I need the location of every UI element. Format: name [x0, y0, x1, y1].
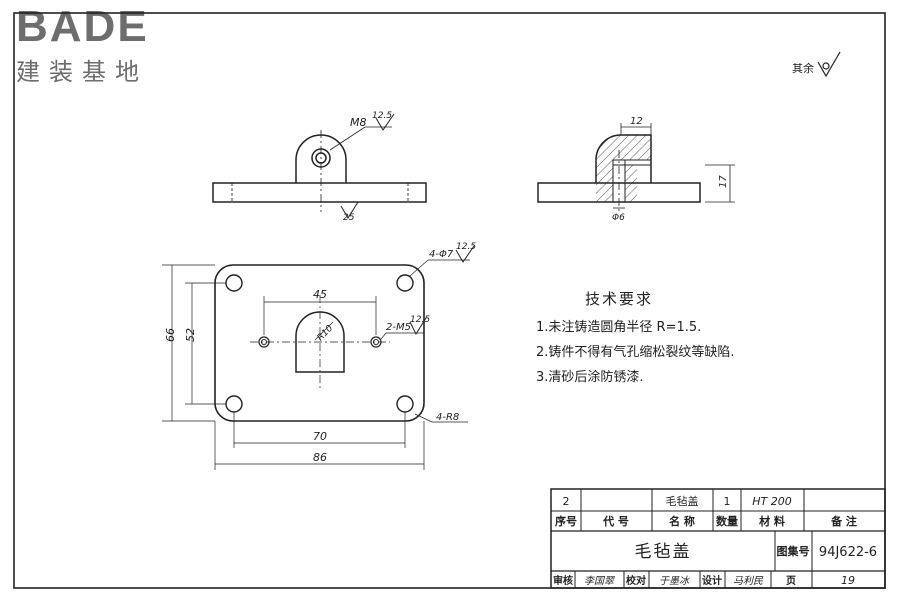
bade-logo: BADE 建装基地 — [6, 2, 166, 86]
review-label: 审核 — [553, 574, 573, 587]
roughness-symbol-icon — [817, 51, 841, 78]
dim-86: 86 — [313, 451, 327, 464]
dim-66: 66 — [164, 328, 177, 342]
dim-sec-height: 17 — [718, 175, 729, 188]
section-view — [537, 123, 735, 212]
ra-bottom: 25 — [343, 213, 355, 223]
header-name: 名 称 — [669, 514, 695, 528]
front-view — [212, 113, 427, 219]
surface-note: 其余 — [792, 61, 814, 75]
dim-r10: R10 — [316, 323, 336, 343]
header-code: 代 号 — [602, 514, 629, 528]
requirement-1: 1.未注铸造圆角半径 R=1.5. — [536, 320, 702, 335]
page-label: 页 — [786, 575, 796, 587]
header-qty: 数量 — [716, 514, 738, 528]
dim-m8: M8 — [350, 116, 367, 129]
ra-m5: 12.5 — [410, 315, 430, 325]
dim-sec-width: 12 — [630, 116, 643, 127]
design-label: 设计 — [702, 574, 722, 587]
check-sign: 于墨冰 — [659, 575, 690, 587]
ra-holes: 12.5 — [456, 242, 476, 252]
dim-45: 45 — [313, 288, 327, 301]
header-no: 序号 — [555, 514, 577, 528]
part-name: 毛毡盖 — [666, 494, 699, 508]
dim-sec-hole: Φ6 — [612, 213, 625, 223]
atlas-label: 图集号 — [777, 544, 810, 558]
part-no: 2 — [563, 495, 570, 508]
drawing-title: 毛毡盖 — [635, 542, 692, 562]
dim-52: 52 — [184, 328, 197, 342]
header-remark: 备 注 — [830, 514, 857, 528]
ra-hole: 12.5 — [372, 111, 392, 121]
page-no: 19 — [841, 574, 855, 587]
dim-corner-r: 4-R8 — [436, 412, 459, 423]
review-sign: 李国翠 — [584, 575, 615, 587]
header-material: 材 料 — [759, 514, 785, 528]
part-material: HT 200 — [752, 495, 791, 508]
plan-view — [162, 245, 475, 470]
check-label: 校对 — [626, 574, 646, 587]
part-qty: 1 — [724, 495, 731, 508]
dim-70: 70 — [313, 430, 327, 443]
requirement-3: 3.清砂后涂防锈漆. — [536, 370, 644, 385]
logo-brand: BADE — [16, 2, 149, 51]
design-sign: 马利民 — [733, 575, 764, 587]
dim-holes-dia: 4-Φ7 — [429, 249, 454, 260]
dim-m5: 2-M5 — [386, 322, 411, 333]
requirement-2: 2.铸件不得有气孔缩松裂纹等缺陷. — [536, 345, 735, 360]
drawing-border — [13, 12, 886, 589]
logo-subtitle: 建装基地 — [16, 58, 148, 86]
title-block-lines — [550, 488, 886, 589]
requirements-title: 技术要求 — [585, 290, 654, 308]
atlas-no: 94J622-6 — [819, 545, 877, 560]
